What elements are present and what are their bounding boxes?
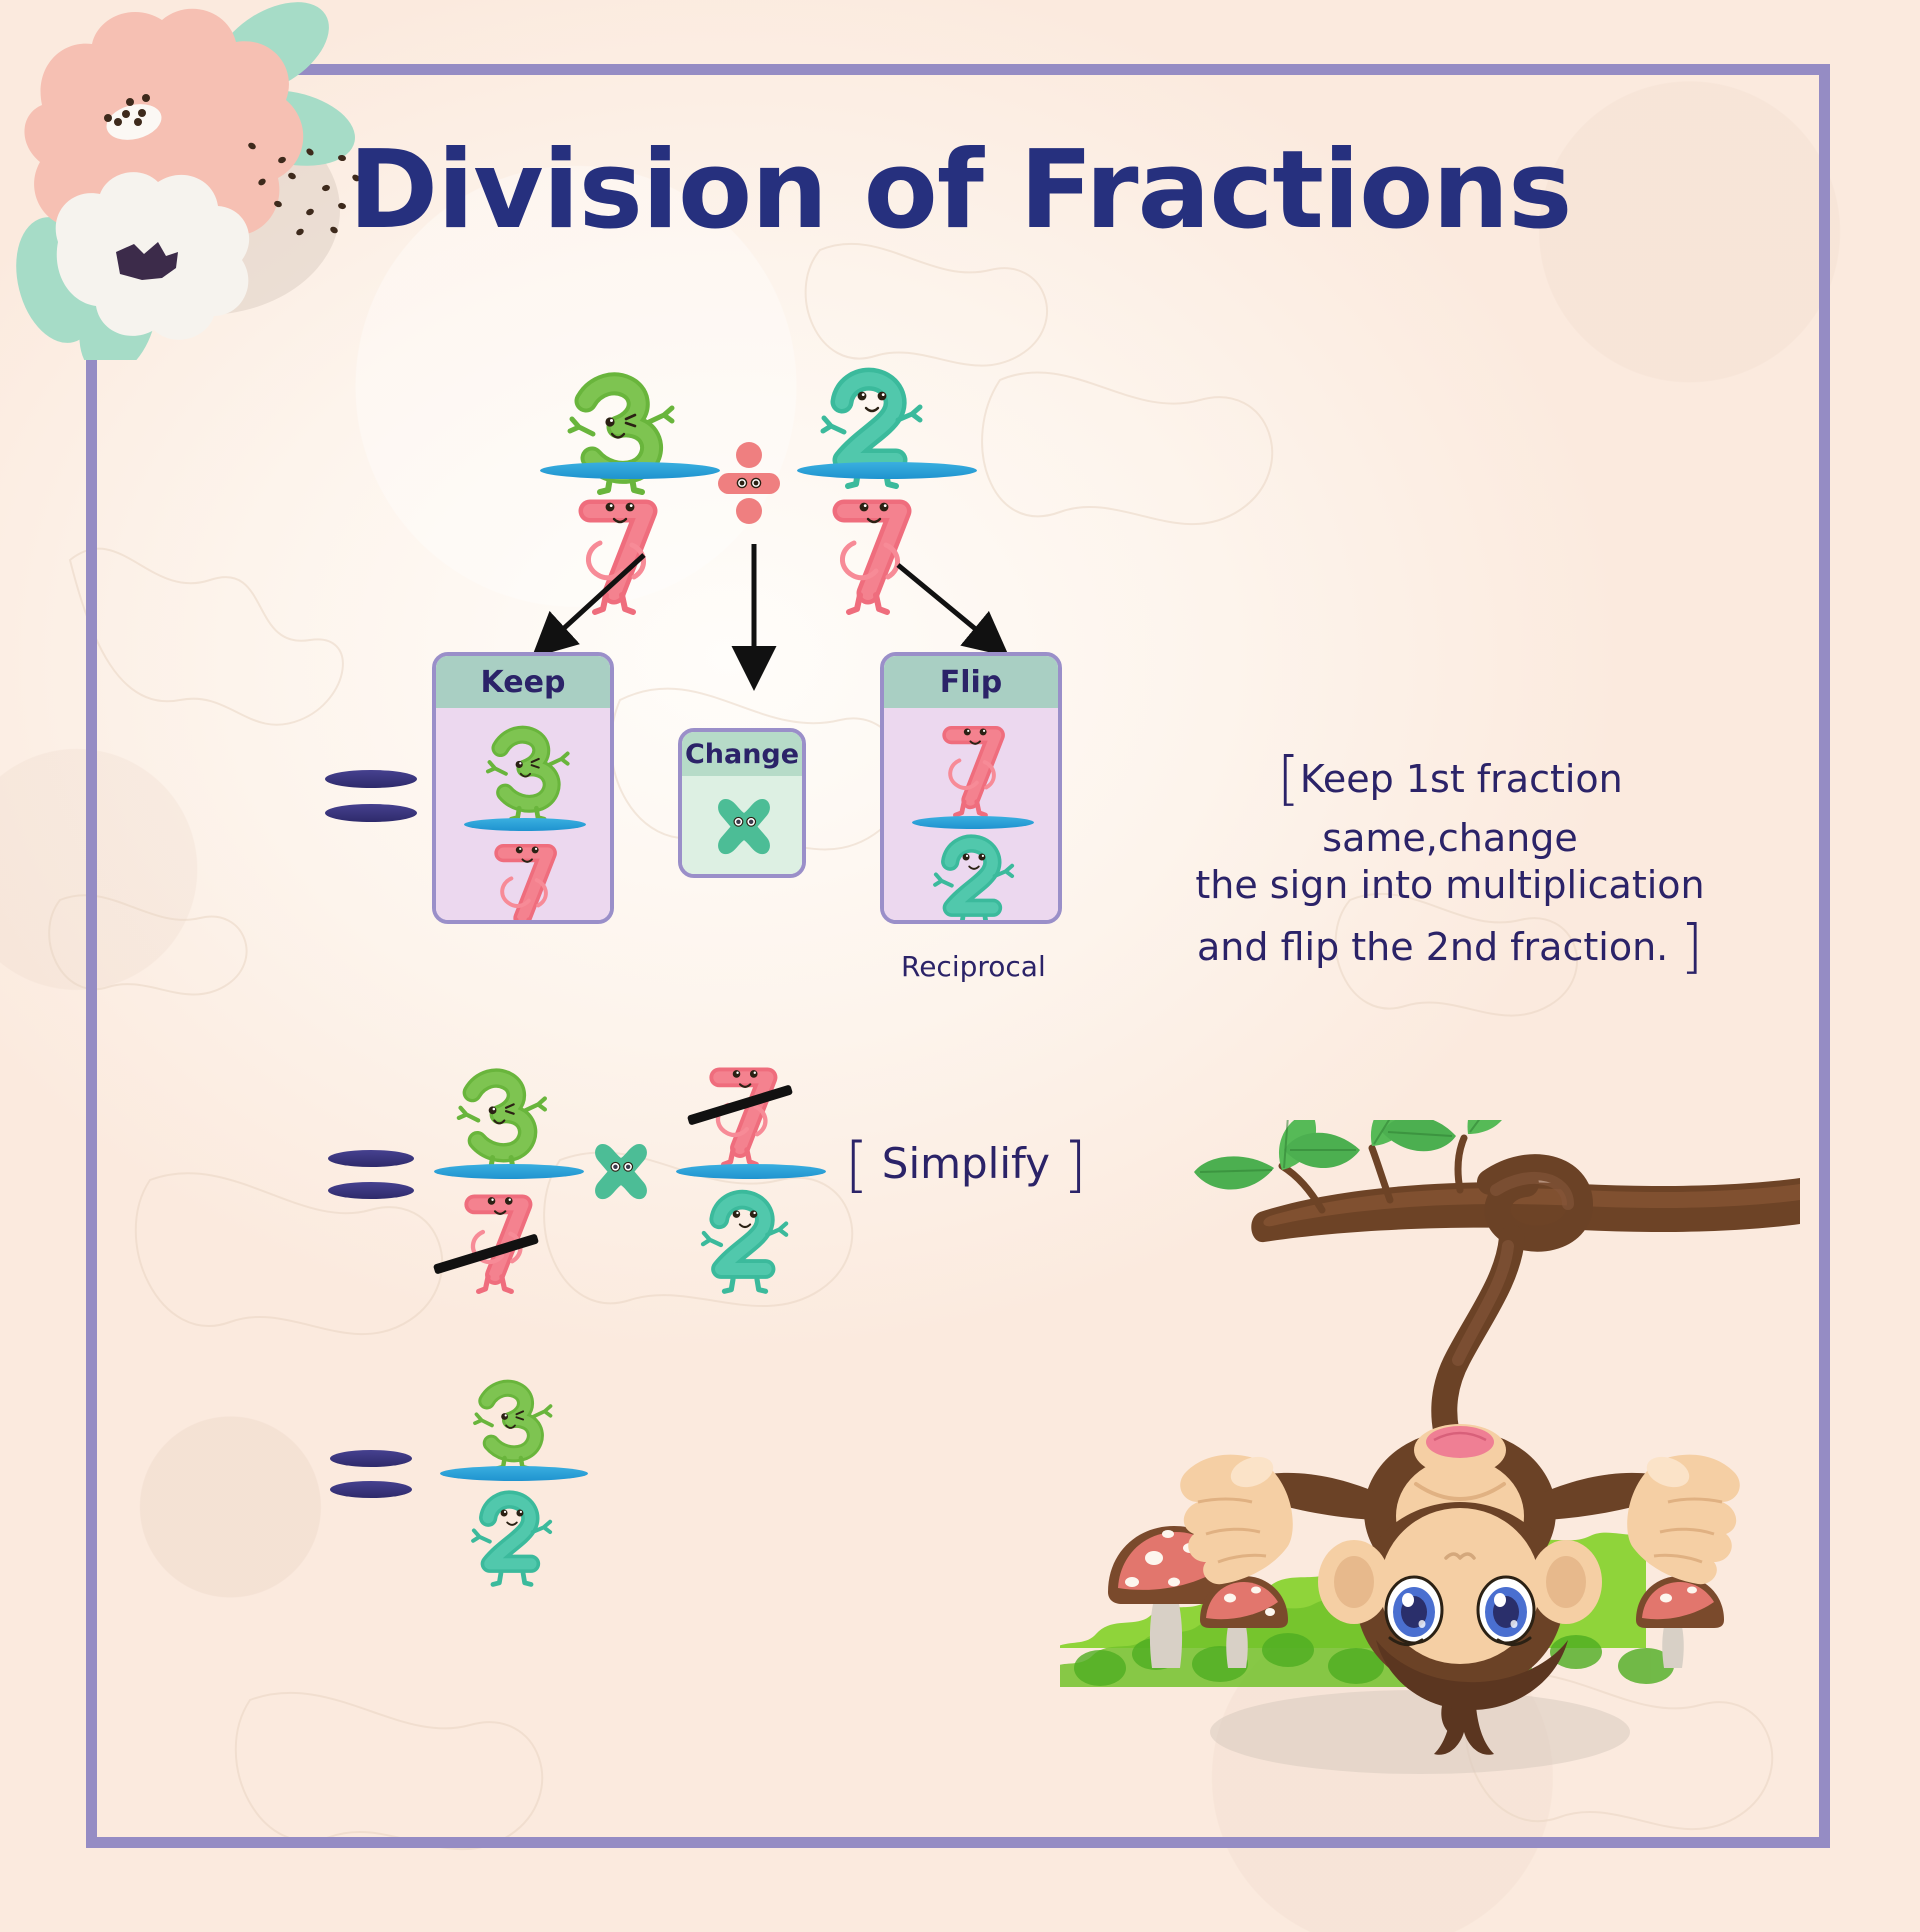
monkey-hand-right [1627,1454,1740,1585]
fraction-bar-keep [464,818,586,831]
page-title: Division of Fractions [348,128,1573,253]
monkey-hand-left [1180,1454,1293,1585]
instruction-line-1: [Keep 1st fraction same,change [1160,742,1740,862]
flower-decoration [16,2,372,360]
fraction-bar-flip [912,816,1034,829]
monkey-eye-right [1476,1575,1536,1645]
number-2-teal-flip [932,830,1016,920]
card-body-flip [884,708,1058,920]
fraction-bar [540,462,720,479]
number-7-pink-mult2-cancelled [700,1055,792,1167]
division-operator-symbol [716,440,782,526]
monkey-eye-left [1384,1575,1444,1645]
number-7-pink-top-2 [822,485,928,615]
instruction-text-2: the sign into multiplication [1195,863,1705,907]
step-card-keep[interactable]: Keep [432,652,614,924]
card-title-change: Change [682,732,802,776]
fraction-bar-answer [440,1466,588,1481]
arrow-to-change [731,544,777,691]
instruction-note: [Keep 1st fraction same,change the sign … [1160,742,1740,982]
caption-reciprocal: Reciprocal [901,950,1046,983]
instruction-text-3: and flip the 2nd fraction. [1197,924,1669,969]
number-7-pink-top [568,485,674,615]
number-2-teal-top [820,362,924,489]
arrow-to-keep [531,553,646,658]
number-3-green-keep [484,716,570,822]
monkey-body [1180,1424,1740,1755]
simplify-bracket-close: ] [1063,1130,1087,1200]
step-card-change[interactable]: Change [678,728,806,878]
fraction-bar [797,462,977,479]
card-title-flip: Flip [884,656,1058,708]
monkey-illustration [1060,1120,1800,1774]
poster-border-frame [86,64,1830,1848]
number-3-green-mult [455,1058,547,1172]
number-2-teal-answer [470,1486,554,1587]
bracket-close: ] [1680,911,1703,980]
instruction-text-1: Keep 1st fraction same,change [1299,757,1623,860]
instruction-line-3: and flip the 2nd fraction. ] [1160,910,1740,983]
tree-branch [1194,1120,1800,1243]
note-simplify: [ Simplify ] [845,1130,1087,1200]
simplify-label: Simplify [881,1139,1050,1188]
card-title-keep: Keep [436,656,610,708]
number-3-green-answer [472,1370,553,1471]
mushroom-right [1636,1576,1724,1668]
equals-sign-row4 [330,1450,412,1498]
branch-leaves [1194,1120,1502,1190]
card-body-keep [436,708,610,920]
number-2-teal-mult [700,1185,790,1294]
equals-sign-row2 [325,770,417,822]
fraction-bar-mult-right [676,1164,826,1179]
number-7-pink-keep [486,832,570,920]
simplify-bracket-open: [ [845,1130,869,1200]
step-card-flip[interactable]: Flip [880,652,1062,924]
mushroom-small [1200,1576,1288,1668]
card-body-change [682,776,802,874]
fraction-bar-mult-left [434,1164,584,1179]
multiplication-symbol-change [716,790,772,855]
bracket-open: [ [1277,744,1300,812]
equals-sign-row3 [328,1150,414,1199]
number-7-pink-flip [934,714,1018,818]
multiplication-symbol-mult [593,1135,649,1200]
arrow-to-flip [896,563,1010,657]
